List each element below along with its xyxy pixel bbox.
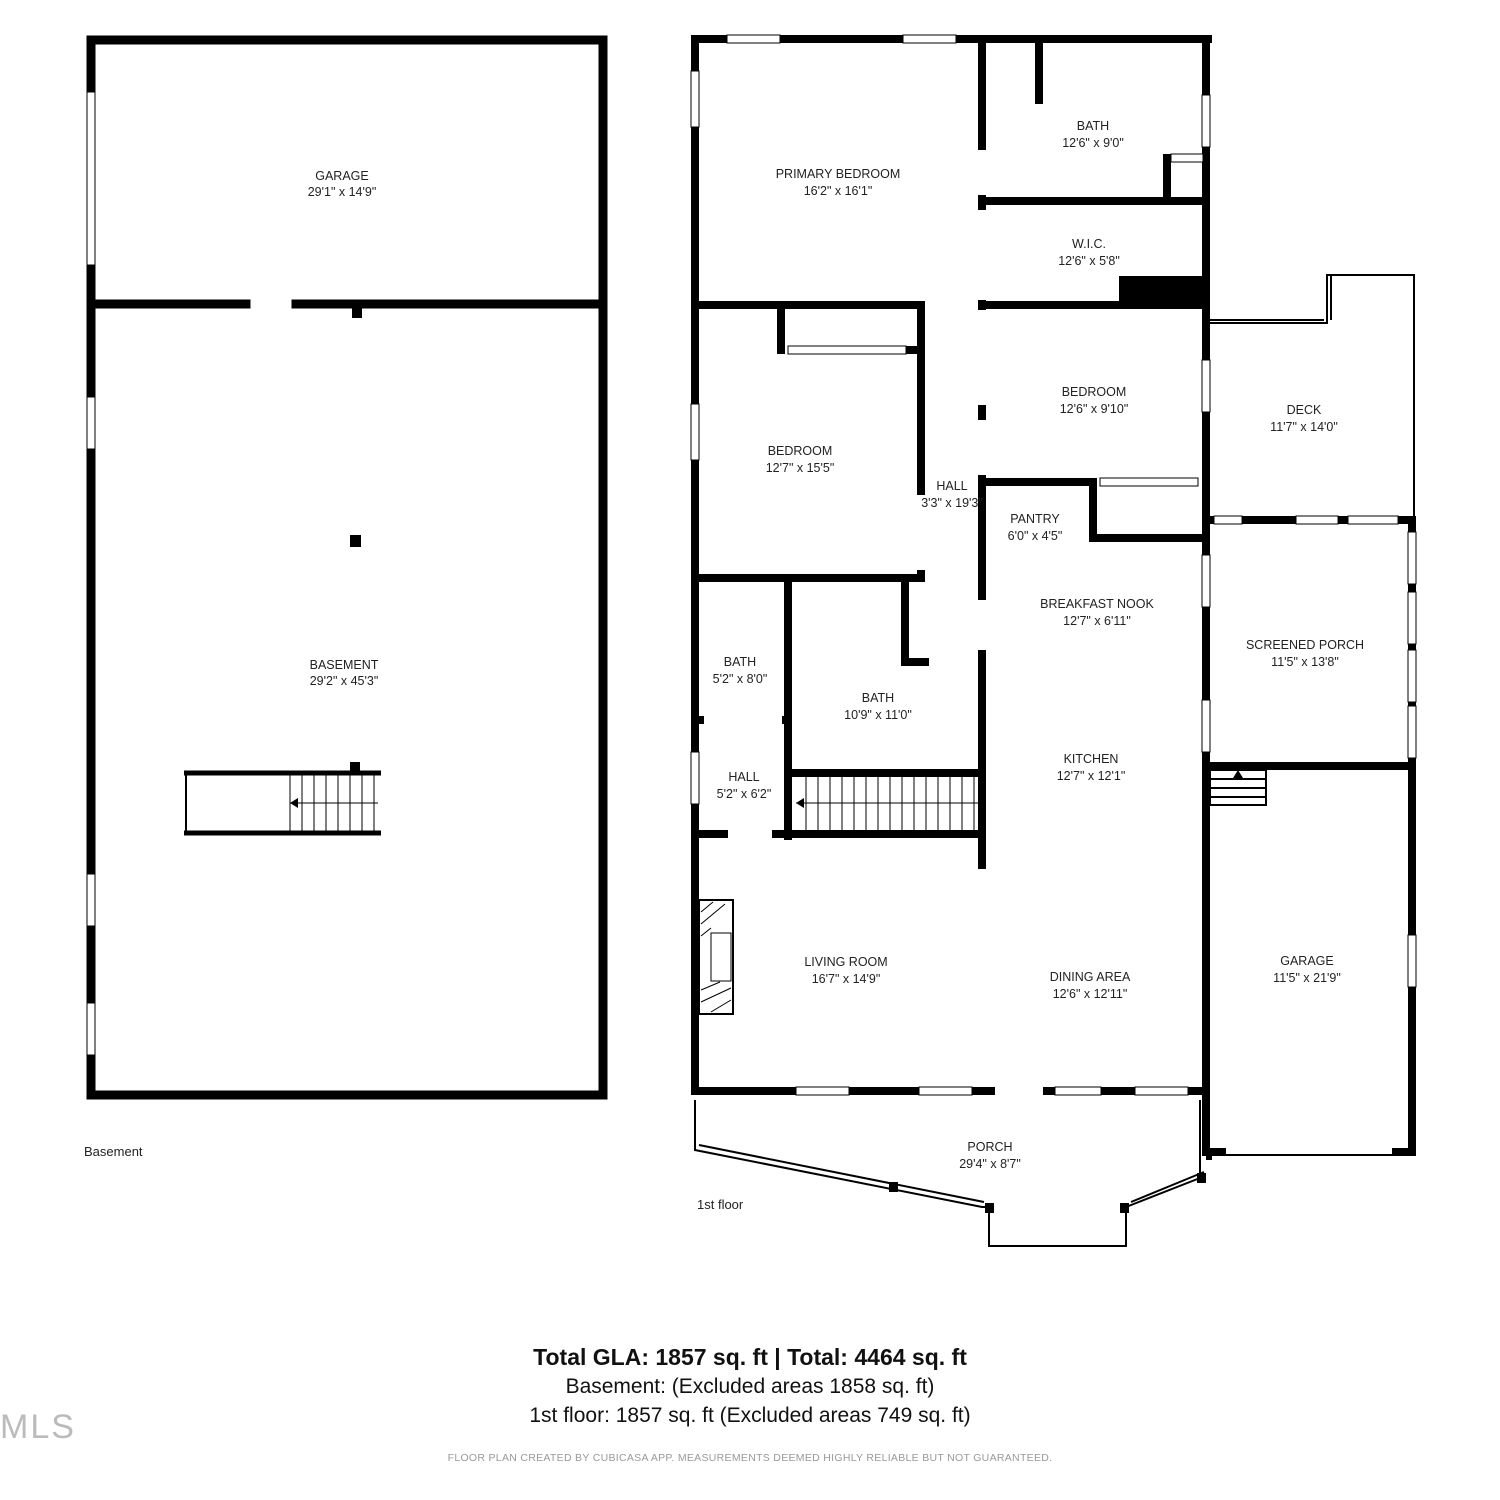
room-name: BATH [862, 691, 894, 705]
room-dimensions: 16'2" x 16'1" [804, 184, 873, 198]
room-name: BASEMENT [310, 658, 379, 672]
room-hall-small: HALL 5'2" x 6'2" [717, 770, 772, 801]
room-dimensions: 29'2" x 45'3" [310, 674, 379, 688]
room-bedroom-left: BEDROOM 12'7" x 15'5" [766, 444, 835, 475]
first-floor-stairs [796, 777, 978, 830]
room-bath-primary: BATH 12'6" x 9'0" [1062, 119, 1124, 150]
room-dimensions: 12'7" x 15'5" [766, 461, 835, 475]
room-screened-porch: SCREENED PORCH 11'5" x 13'8" [1246, 638, 1364, 669]
room-name: HALL [728, 770, 759, 784]
room-bedroom-right: BEDROOM 12'6" x 9'10" [1060, 385, 1129, 416]
room-name: DINING AREA [1050, 970, 1131, 984]
room-porch: PORCH 29'4" x 8'7" [959, 1140, 1021, 1171]
room-garage-basement: GARAGE 29'1" x 14'9" [308, 169, 377, 199]
room-name: KITCHEN [1064, 752, 1119, 766]
floor-label-basement: Basement [84, 1144, 143, 1159]
room-name: LIVING ROOM [804, 955, 887, 969]
post-marker [350, 535, 361, 547]
room-dimensions: 29'4" x 8'7" [959, 1157, 1021, 1171]
room-bath-mid: BATH 10'9" x 11'0" [844, 691, 912, 722]
room-name: PANTRY [1010, 512, 1060, 526]
room-dimensions: 10'9" x 11'0" [844, 708, 912, 722]
room-garage-first: GARAGE 11'5" x 21'9" [1273, 954, 1341, 985]
room-dimensions: 5'2" x 6'2" [717, 787, 772, 801]
totals-basement: Basement: (Excluded areas 1858 sq. ft) [565, 1375, 935, 1398]
totals-summary: Total GLA: 1857 sq. ft | Total: 4464 sq.… [533, 1344, 967, 1370]
room-dimensions: 12'6" x 5'8" [1058, 254, 1120, 268]
room-name: PRIMARY BEDROOM [776, 167, 901, 181]
room-name: GARAGE [1280, 954, 1334, 968]
room-name: W.I.C. [1072, 237, 1106, 251]
room-dimensions: 16'7" x 14'9" [812, 972, 881, 986]
room-primary-bedroom: PRIMARY BEDROOM 16'2" x 16'1" [776, 167, 901, 198]
room-dimensions: 5'2" x 8'0" [713, 672, 768, 686]
first-floor-plan: PRIMARY BEDROOM 16'2" x 16'1" BATH 12'6"… [690, 34, 1417, 1247]
first-floor-windows [690, 34, 1417, 1096]
door-openings [704, 150, 1080, 1095]
room-basement: BASEMENT 29'2" x 45'3" [310, 658, 379, 688]
room-breakfast-nook: BREAKFAST NOOK 12'7" x 6'11" [1040, 597, 1154, 628]
room-dimensions: 11'5" x 21'9" [1273, 971, 1341, 985]
first-floor-walls [691, 35, 1416, 1156]
room-dimensions: 6'0" x 4'5" [1008, 529, 1063, 543]
room-dimensions: 29'1" x 14'9" [308, 185, 377, 199]
basement-walls [86, 35, 608, 1100]
room-name: BATH [1077, 119, 1109, 133]
totals-first-floor: 1st floor: 1857 sq. ft (Excluded areas 7… [529, 1404, 971, 1427]
basement-windows [86, 91, 96, 1056]
mls-watermark: MLS [0, 1408, 76, 1446]
stairs-arrow-icon [1233, 770, 1243, 778]
room-name: SCREENED PORCH [1246, 638, 1364, 652]
room-kitchen: KITCHEN 12'7" x 12'1" [1057, 752, 1126, 783]
room-dimensions: 3'3" x 19'3" [921, 496, 983, 510]
post-marker [350, 762, 360, 772]
wic-shelf [1119, 276, 1204, 306]
room-name: GARAGE [315, 169, 369, 183]
room-wic: W.I.C. 12'6" x 5'8" [1058, 237, 1120, 268]
room-bath-small: BATH 5'2" x 8'0" [713, 655, 768, 686]
basement-stairs [184, 770, 381, 836]
disclaimer: FLOOR PLAN CREATED BY CUBICASA APP. MEAS… [447, 1452, 1053, 1464]
room-living-room: LIVING ROOM 16'7" x 14'9" [804, 955, 887, 986]
room-dimensions: 11'5" x 13'8" [1271, 655, 1339, 669]
stairs-arrow-icon [796, 798, 804, 808]
basement-floor-plan: GARAGE 29'1" x 14'9" BASEMENT 29'2" x 45… [84, 35, 608, 1159]
room-deck: DECK 11'7" x 14'0" [1270, 403, 1338, 434]
post-marker [352, 308, 362, 318]
porch-posts [889, 1152, 1212, 1213]
room-name: PORCH [967, 1140, 1012, 1154]
room-dimensions: 12'7" x 12'1" [1057, 769, 1126, 783]
room-dimensions: 11'7" x 14'0" [1270, 420, 1338, 434]
fireplace [698, 899, 734, 1015]
room-dining-area: DINING AREA 12'6" x 12'11" [1050, 970, 1131, 1001]
room-name: BATH [724, 655, 756, 669]
room-dimensions: 12'7" x 6'11" [1063, 614, 1131, 628]
floor-label-first-floor: 1st floor [697, 1197, 744, 1212]
room-dimensions: 12'6" x 9'0" [1062, 136, 1124, 150]
room-name: DECK [1287, 403, 1322, 417]
room-name: HALL [936, 479, 967, 493]
room-dimensions: 12'6" x 9'10" [1060, 402, 1129, 416]
room-dimensions: 12'6" x 12'11" [1053, 987, 1128, 1001]
room-name: BEDROOM [768, 444, 833, 458]
room-pantry: PANTRY 6'0" x 4'5" [1008, 512, 1063, 543]
room-name: BEDROOM [1062, 385, 1127, 399]
room-name: BREAKFAST NOOK [1040, 597, 1154, 611]
room-hall-center: HALL 3'3" x 19'3" [921, 479, 983, 510]
